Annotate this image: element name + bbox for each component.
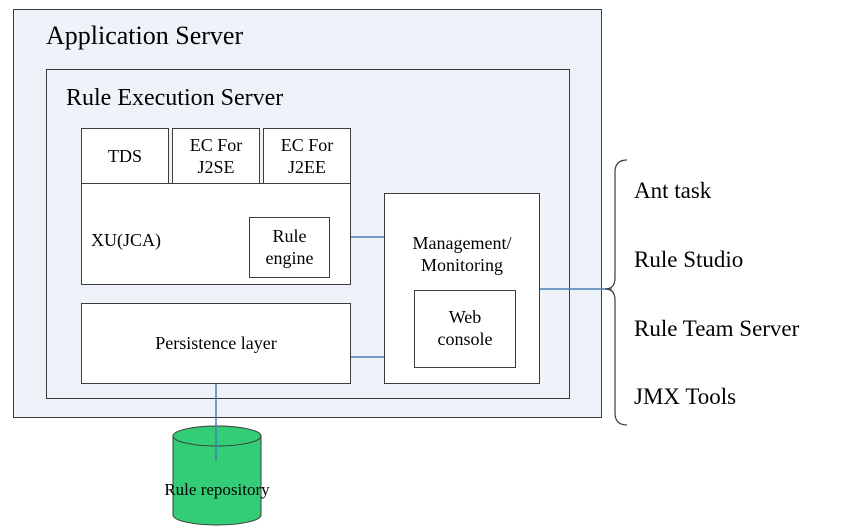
xu-jca-label: XU(JCA) bbox=[91, 230, 161, 250]
ec-j2ee-line2: J2EE bbox=[288, 156, 326, 177]
rule-execution-server-label: Rule Execution Server bbox=[66, 85, 284, 111]
tds-box: TDS bbox=[81, 128, 169, 185]
tds-label: TDS bbox=[107, 145, 142, 166]
management-line2: Monitoring bbox=[420, 255, 503, 275]
rule-repository-label: Rule repository bbox=[164, 480, 270, 499]
rule-repository-cylinder bbox=[172, 425, 262, 526]
persistence-layer-box: Persistence layer bbox=[81, 303, 351, 384]
web-console-box: Web console bbox=[414, 290, 516, 368]
clients-brace bbox=[604, 159, 628, 426]
ec-j2ee-line1: EC For bbox=[280, 134, 334, 155]
ec-j2ee-box: EC For J2EE bbox=[263, 128, 351, 185]
ec-j2se-line2: J2SE bbox=[197, 156, 235, 177]
rule-engine-line1: Rule bbox=[272, 225, 307, 246]
client-jmx-tools: JMX Tools bbox=[634, 384, 737, 409]
web-console-line1: Web bbox=[448, 307, 482, 328]
web-console-line2: console bbox=[437, 329, 493, 349]
client-ant-task: Ant task bbox=[634, 178, 712, 203]
application-server-label: Application Server bbox=[46, 21, 244, 50]
rule-engine-line2: engine bbox=[265, 247, 314, 268]
ec-j2se-line1: EC For bbox=[189, 134, 243, 155]
management-line1: Management/ bbox=[412, 233, 512, 253]
rule-engine-box: Rule engine bbox=[249, 217, 330, 278]
client-rule-team-server: Rule Team Server bbox=[634, 316, 800, 341]
persistence-layer-label: Persistence layer bbox=[155, 332, 277, 353]
client-rule-studio: Rule Studio bbox=[634, 247, 744, 272]
